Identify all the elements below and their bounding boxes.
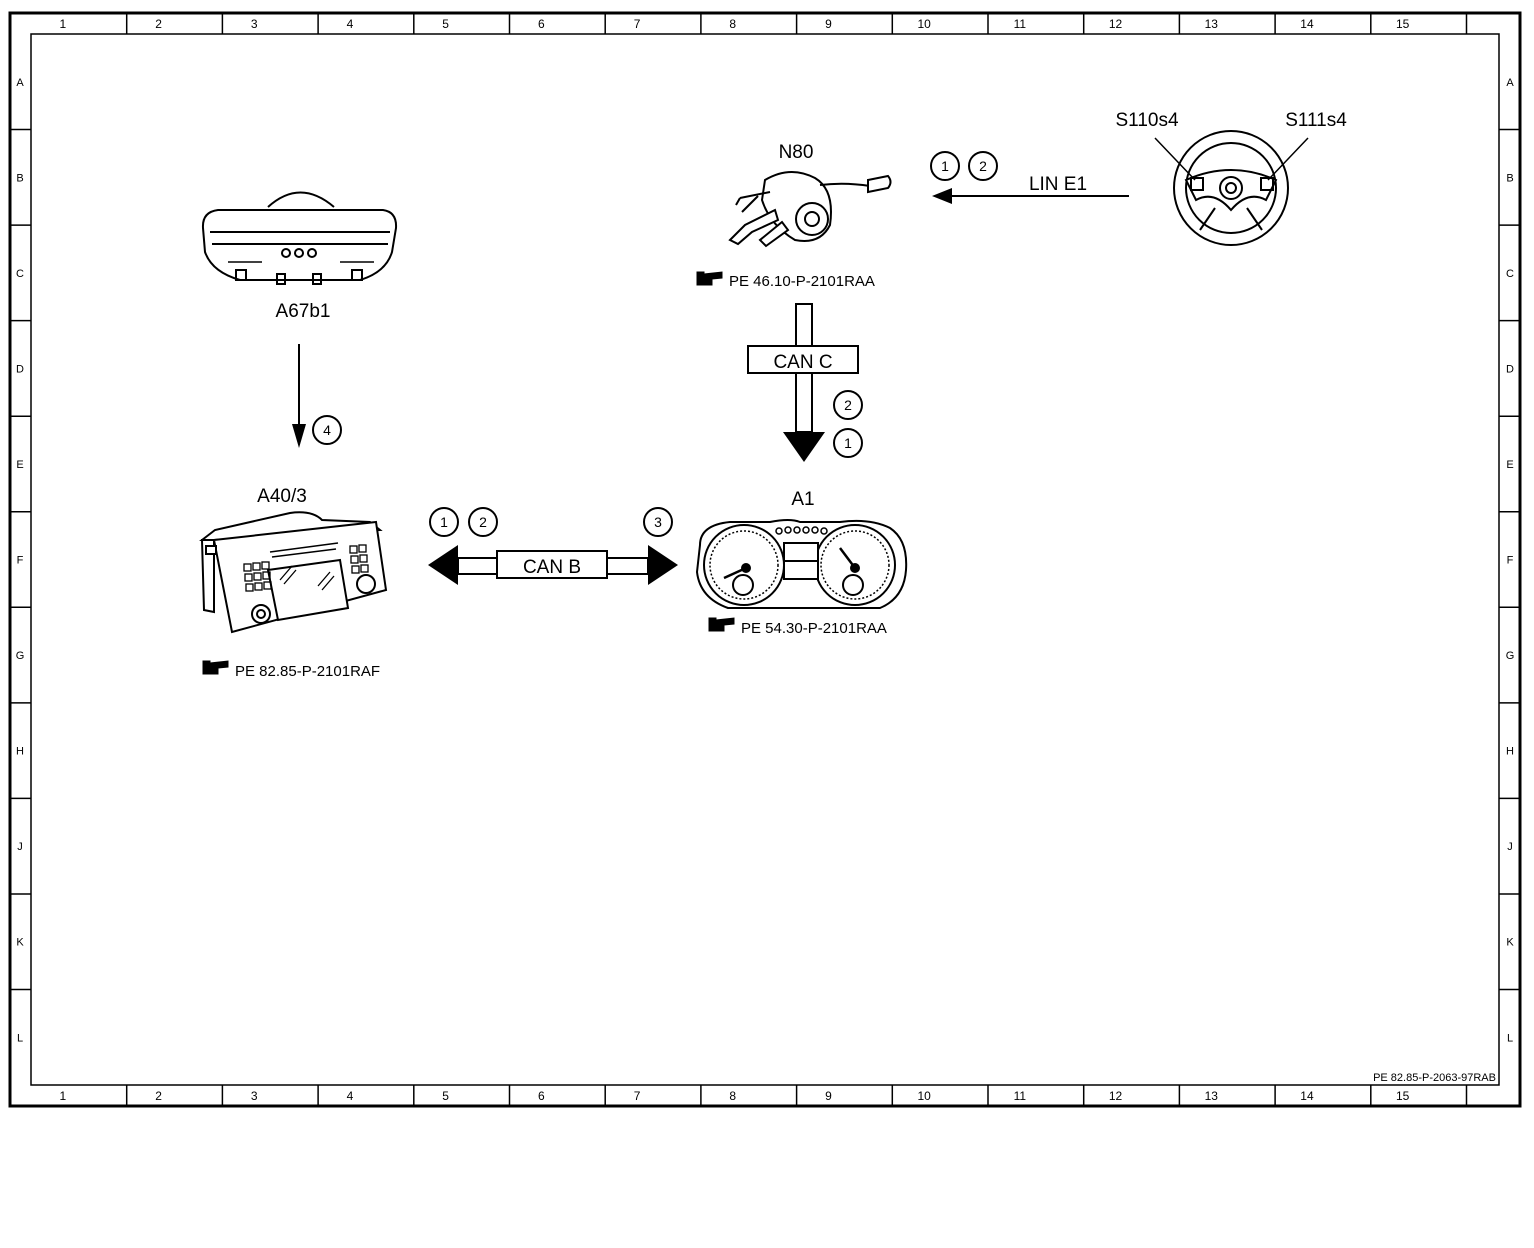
column-label-top: 9 <box>825 17 832 31</box>
row-label-right: A <box>1506 77 1514 89</box>
svg-text:3: 3 <box>654 514 662 530</box>
column-label-bottom: 11 <box>1014 1089 1027 1103</box>
column-label-top: 5 <box>442 17 449 31</box>
column-label-top: 13 <box>1205 17 1219 31</box>
can-c-step-1-icon: 1 <box>833 428 863 458</box>
mirror-link-line <box>292 344 306 448</box>
row-labels: A A B B C C D D E E F F G G H H J J K K L L <box>16 77 1515 1045</box>
can-c-bus-label: CAN C <box>773 352 832 373</box>
row-label-left: H <box>16 746 24 758</box>
column-label-top: 11 <box>1014 17 1027 31</box>
column-label-bottom: 3 <box>251 1089 258 1103</box>
svg-text:1: 1 <box>844 435 852 451</box>
column-label-bottom: 14 <box>1300 1089 1314 1103</box>
column-label-top: 7 <box>634 17 641 31</box>
mirror-label: A67b1 <box>276 301 331 322</box>
row-label-right: L <box>1507 1032 1513 1044</box>
column-labels: 1122334455667788991010111112121313141415… <box>60 17 1410 1103</box>
column-label-bottom: 8 <box>729 1089 736 1103</box>
column-label-top: 2 <box>155 17 162 31</box>
mirror-link-step-4-icon: 4 <box>312 415 342 445</box>
column-label-top: 8 <box>729 17 736 31</box>
left-switch-label: S110s4 <box>1115 110 1178 131</box>
row-label-right: J <box>1507 841 1513 853</box>
row-label-left: L <box>17 1032 23 1044</box>
row-label-right: K <box>1506 937 1514 949</box>
column-label-bottom: 9 <box>825 1089 832 1103</box>
diagram-frame <box>8 11 1522 1108</box>
hand-reference-icon <box>708 617 735 632</box>
row-label-left: A <box>16 77 24 89</box>
column-label-top: 3 <box>251 17 258 31</box>
can-b-bus-line <box>428 545 678 585</box>
can-b-bus-label: CAN B <box>523 557 581 578</box>
column-label-top: 12 <box>1109 17 1123 31</box>
column-label-bottom: 10 <box>917 1089 931 1103</box>
column-label-bottom: 15 <box>1396 1089 1410 1103</box>
column-label-top: 15 <box>1396 17 1410 31</box>
head-unit-label: A40/3 <box>257 486 307 507</box>
svg-text:1: 1 <box>941 158 949 174</box>
row-label-right: G <box>1506 650 1515 662</box>
column-label-top: 1 <box>60 17 67 31</box>
row-label-left: F <box>17 555 24 567</box>
head-unit-reference: PE 82.85-P-2101RAF <box>235 663 380 680</box>
column-label-bottom: 4 <box>347 1089 354 1103</box>
svg-text:1: 1 <box>440 514 448 530</box>
steering-wheel-icon <box>1154 130 1309 246</box>
row-label-left: J <box>17 841 23 853</box>
cluster-label: A1 <box>791 489 814 510</box>
cluster-reference: PE 54.30-P-2101RAA <box>741 620 887 637</box>
row-label-left: K <box>16 937 24 949</box>
column-label-bottom: 12 <box>1109 1089 1123 1103</box>
hand-reference-icon <box>202 660 229 675</box>
row-label-right: B <box>1506 172 1513 184</box>
can-b-step-3-icon: 3 <box>643 507 673 537</box>
row-label-left: D <box>16 363 24 375</box>
column-label-bottom: 5 <box>442 1089 449 1103</box>
head-unit-icon <box>199 511 388 634</box>
can-c-bus-line <box>747 303 859 462</box>
column-label-bottom: 7 <box>634 1089 641 1103</box>
column-label-top: 4 <box>347 17 354 31</box>
hand-reference-icon <box>696 271 723 286</box>
lin-bus-label: LIN E1 <box>1029 174 1087 195</box>
switch-module-reference: PE 46.10-P-2101RAA <box>729 273 875 290</box>
row-label-right: C <box>1506 268 1514 280</box>
svg-text:2: 2 <box>844 397 852 413</box>
row-label-left: C <box>16 268 24 280</box>
column-label-bottom: 13 <box>1205 1089 1219 1103</box>
document-id: PE 82.85-P-2063-97RAB <box>1373 1072 1496 1084</box>
svg-text:4: 4 <box>323 422 331 438</box>
row-label-right: H <box>1506 746 1514 758</box>
column-label-bottom: 6 <box>538 1089 545 1103</box>
column-label-top: 14 <box>1300 17 1314 31</box>
row-label-left: E <box>16 459 23 471</box>
column-label-bottom: 2 <box>155 1089 162 1103</box>
row-label-right: D <box>1506 363 1514 375</box>
row-label-left: G <box>16 650 25 662</box>
instrument-cluster-icon <box>695 519 908 609</box>
rearview-mirror-icon <box>201 191 398 285</box>
svg-text:2: 2 <box>479 514 487 530</box>
lin-step-1-icon: 1 <box>930 151 960 181</box>
can-b-step-2-icon: 2 <box>468 507 498 537</box>
row-label-right: F <box>1507 555 1514 567</box>
column-label-top: 6 <box>538 17 545 31</box>
right-switch-label: S111s4 <box>1285 110 1347 131</box>
can-c-step-2-icon: 2 <box>833 390 863 420</box>
lin-bus-line <box>932 188 1129 204</box>
steering-column-switch-icon <box>728 171 892 248</box>
can-b-step-1-icon: 1 <box>429 507 459 537</box>
column-label-bottom: 1 <box>60 1089 67 1103</box>
row-label-left: B <box>16 172 23 184</box>
row-label-right: E <box>1506 459 1513 471</box>
switch-module-label: N80 <box>779 142 814 163</box>
svg-text:2: 2 <box>979 158 987 174</box>
lin-step-2-icon: 2 <box>968 151 998 181</box>
column-label-top: 10 <box>917 17 931 31</box>
